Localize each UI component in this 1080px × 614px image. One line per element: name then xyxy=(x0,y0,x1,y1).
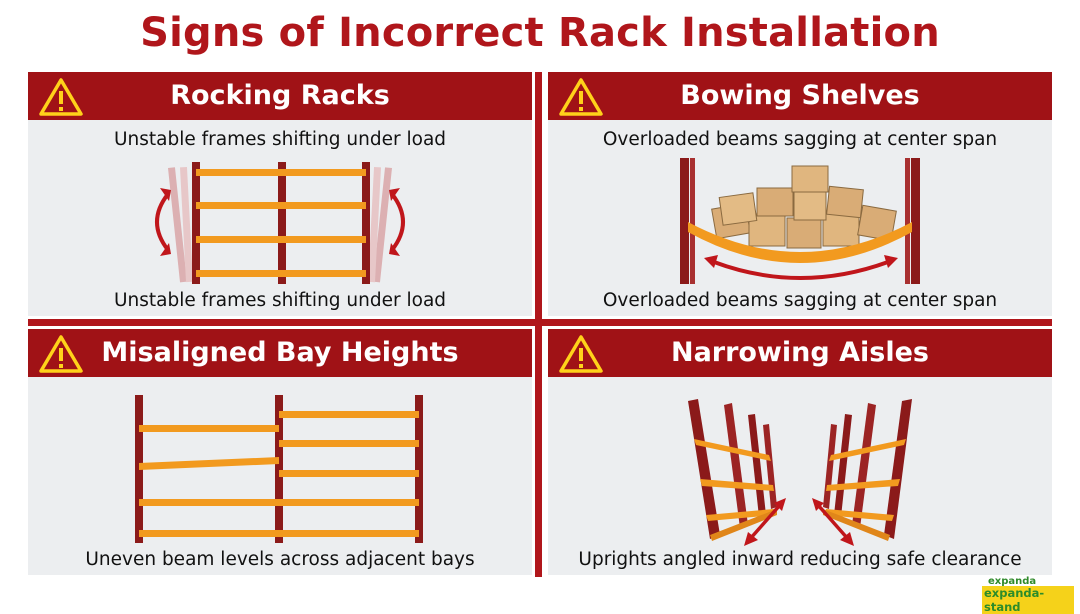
caption-bottom: Uprights angled inward reducing safe cle… xyxy=(578,549,1022,570)
panel-title: Misaligned Bay Heights xyxy=(101,337,459,368)
horizontal-divider xyxy=(28,319,1052,326)
caption-bottom: Overloaded beams sagging at center span xyxy=(602,290,998,311)
misaligned-rack-illustration xyxy=(135,395,423,543)
panel-header: Bowing Shelves xyxy=(548,72,1052,120)
panel-title: Bowing Shelves xyxy=(680,80,920,111)
warning-icon xyxy=(559,78,603,116)
rocking-rack-illustration xyxy=(155,162,405,284)
panel-bowing-shelves: Bowing Shelves Overloaded beams sagging … xyxy=(548,72,1052,316)
narrowing-aisle-illustration xyxy=(688,399,912,546)
page-title: Signs of Incorrect Rack Installation xyxy=(140,10,940,56)
caption-bottom: Uneven beam levels across adjacent bays xyxy=(85,549,475,570)
caption-top: Unstable frames shifting under load xyxy=(113,129,447,150)
brand-logo: expanda expanda-stand xyxy=(982,576,1074,614)
caption-top: Overloaded beams sagging at center span xyxy=(602,129,998,150)
panel-title: Rocking Racks xyxy=(170,80,390,111)
caption-bottom: Unstable frames shifting under load xyxy=(113,290,447,311)
logo-top-text: expanda xyxy=(988,576,1037,587)
panel-title: Narrowing Aisles xyxy=(670,337,929,368)
panel-header: Rocking Racks xyxy=(28,72,532,120)
warning-icon xyxy=(559,335,603,373)
panel-misaligned-bay-heights: Misaligned Bay Heights Uneven beam level… xyxy=(28,329,532,575)
panel-header: Misaligned Bay Heights xyxy=(28,329,532,377)
panel-rocking-racks: Rocking Racks Unstable frames shifting u… xyxy=(28,72,532,316)
warning-icon xyxy=(39,78,83,116)
panel-header: Narrowing Aisles xyxy=(548,329,1052,377)
logo-main-text: expanda-stand xyxy=(982,586,1074,614)
panel-narrowing-aisles: Narrowing Aisles xyxy=(548,329,1052,575)
warning-icon xyxy=(39,335,83,373)
bowing-shelf-illustration xyxy=(680,158,920,284)
